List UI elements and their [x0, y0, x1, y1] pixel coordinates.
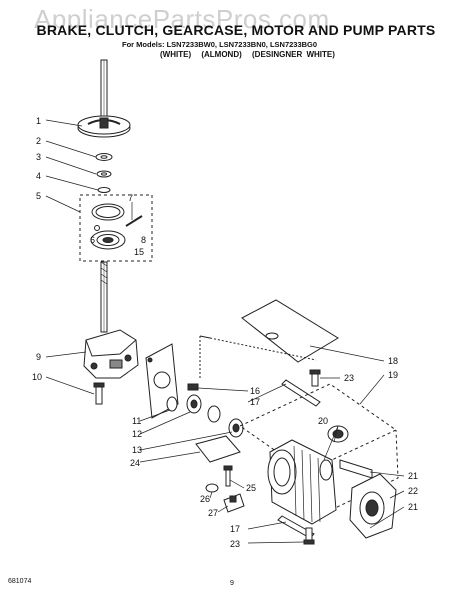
callout-27: 27 [208, 508, 218, 518]
callout-3: 3 [36, 152, 41, 162]
connector-20 [327, 425, 349, 443]
motor [267, 439, 337, 525]
color-label-designer-white: (DESINGNER WHITE) [252, 50, 335, 59]
bracket-21-upper [339, 459, 373, 479]
bolt-23-upper [309, 369, 321, 387]
couplers [166, 394, 244, 438]
callout-23-upper: 23 [344, 373, 354, 383]
gearcase [83, 329, 139, 379]
callout-17-lower: 17 [230, 524, 240, 534]
callout-4: 4 [36, 171, 41, 181]
callout-25: 25 [246, 483, 256, 493]
bolt-10 [93, 382, 105, 405]
callout-19: 19 [388, 370, 398, 380]
color-label-white: (WHITE) [160, 50, 192, 59]
shield-plate-18 [241, 299, 339, 363]
washer-stack [95, 153, 113, 193]
callout-9: 9 [36, 352, 41, 362]
callout-17-upper: 17 [250, 397, 260, 407]
callout-12: 12 [132, 429, 142, 439]
bolt-23-lower [303, 527, 315, 545]
rail-17-upper [281, 379, 321, 407]
callout-18: 18 [388, 356, 398, 366]
callout-22: 22 [408, 486, 418, 496]
brake-hub [77, 115, 131, 138]
callout-21-upper: 21 [408, 471, 418, 481]
lower-shaft [100, 261, 108, 333]
small-parts-26-27 [205, 483, 245, 513]
callout-leaders [45, 119, 405, 544]
watermark: AppliancePartsPros.com [34, 4, 330, 34]
callout-10: 10 [32, 372, 42, 382]
callout-2: 2 [36, 136, 41, 146]
document-number: 681074 [8, 578, 32, 585]
model-list: For Models: LSN7233BW0, LSN7233BN0, LSN7… [122, 40, 318, 49]
callout-13: 13 [132, 445, 142, 455]
clutch-assembly-box [79, 194, 153, 262]
page-number: 9 [230, 580, 234, 587]
callout-23-lower: 23 [230, 539, 240, 549]
clip-25 [223, 465, 233, 487]
callout-16: 16 [250, 386, 260, 396]
color-label-almond: (ALMOND) [201, 50, 242, 59]
bracket-line [199, 335, 317, 380]
callout-20: 20 [318, 416, 328, 426]
callout-26: 26 [200, 494, 210, 504]
callout-7: 7 [128, 193, 133, 203]
callout-15: 15 [134, 247, 144, 257]
callout-8: 8 [141, 235, 146, 245]
callout-21-lower: 21 [408, 502, 418, 512]
callout-11: 11 [132, 416, 141, 426]
pump-22 [349, 473, 397, 539]
callout-numbers: 1 2 3 4 5 6 7 8 15 9 10 11 12 13 24 16 1… [32, 116, 418, 549]
callout-1: 1 [36, 116, 41, 126]
callout-5: 5 [36, 191, 41, 201]
bolt-16 [187, 383, 199, 391]
page-title: BRAKE, CLUTCH, GEARCASE, MOTOR AND PUMP … [36, 22, 436, 38]
color-labels: (WHITE) (ALMOND) (DESINGNER WHITE) [160, 50, 341, 59]
callout-24: 24 [130, 458, 140, 468]
callout-6: 6 [90, 235, 95, 245]
gasket-24 [195, 435, 241, 463]
